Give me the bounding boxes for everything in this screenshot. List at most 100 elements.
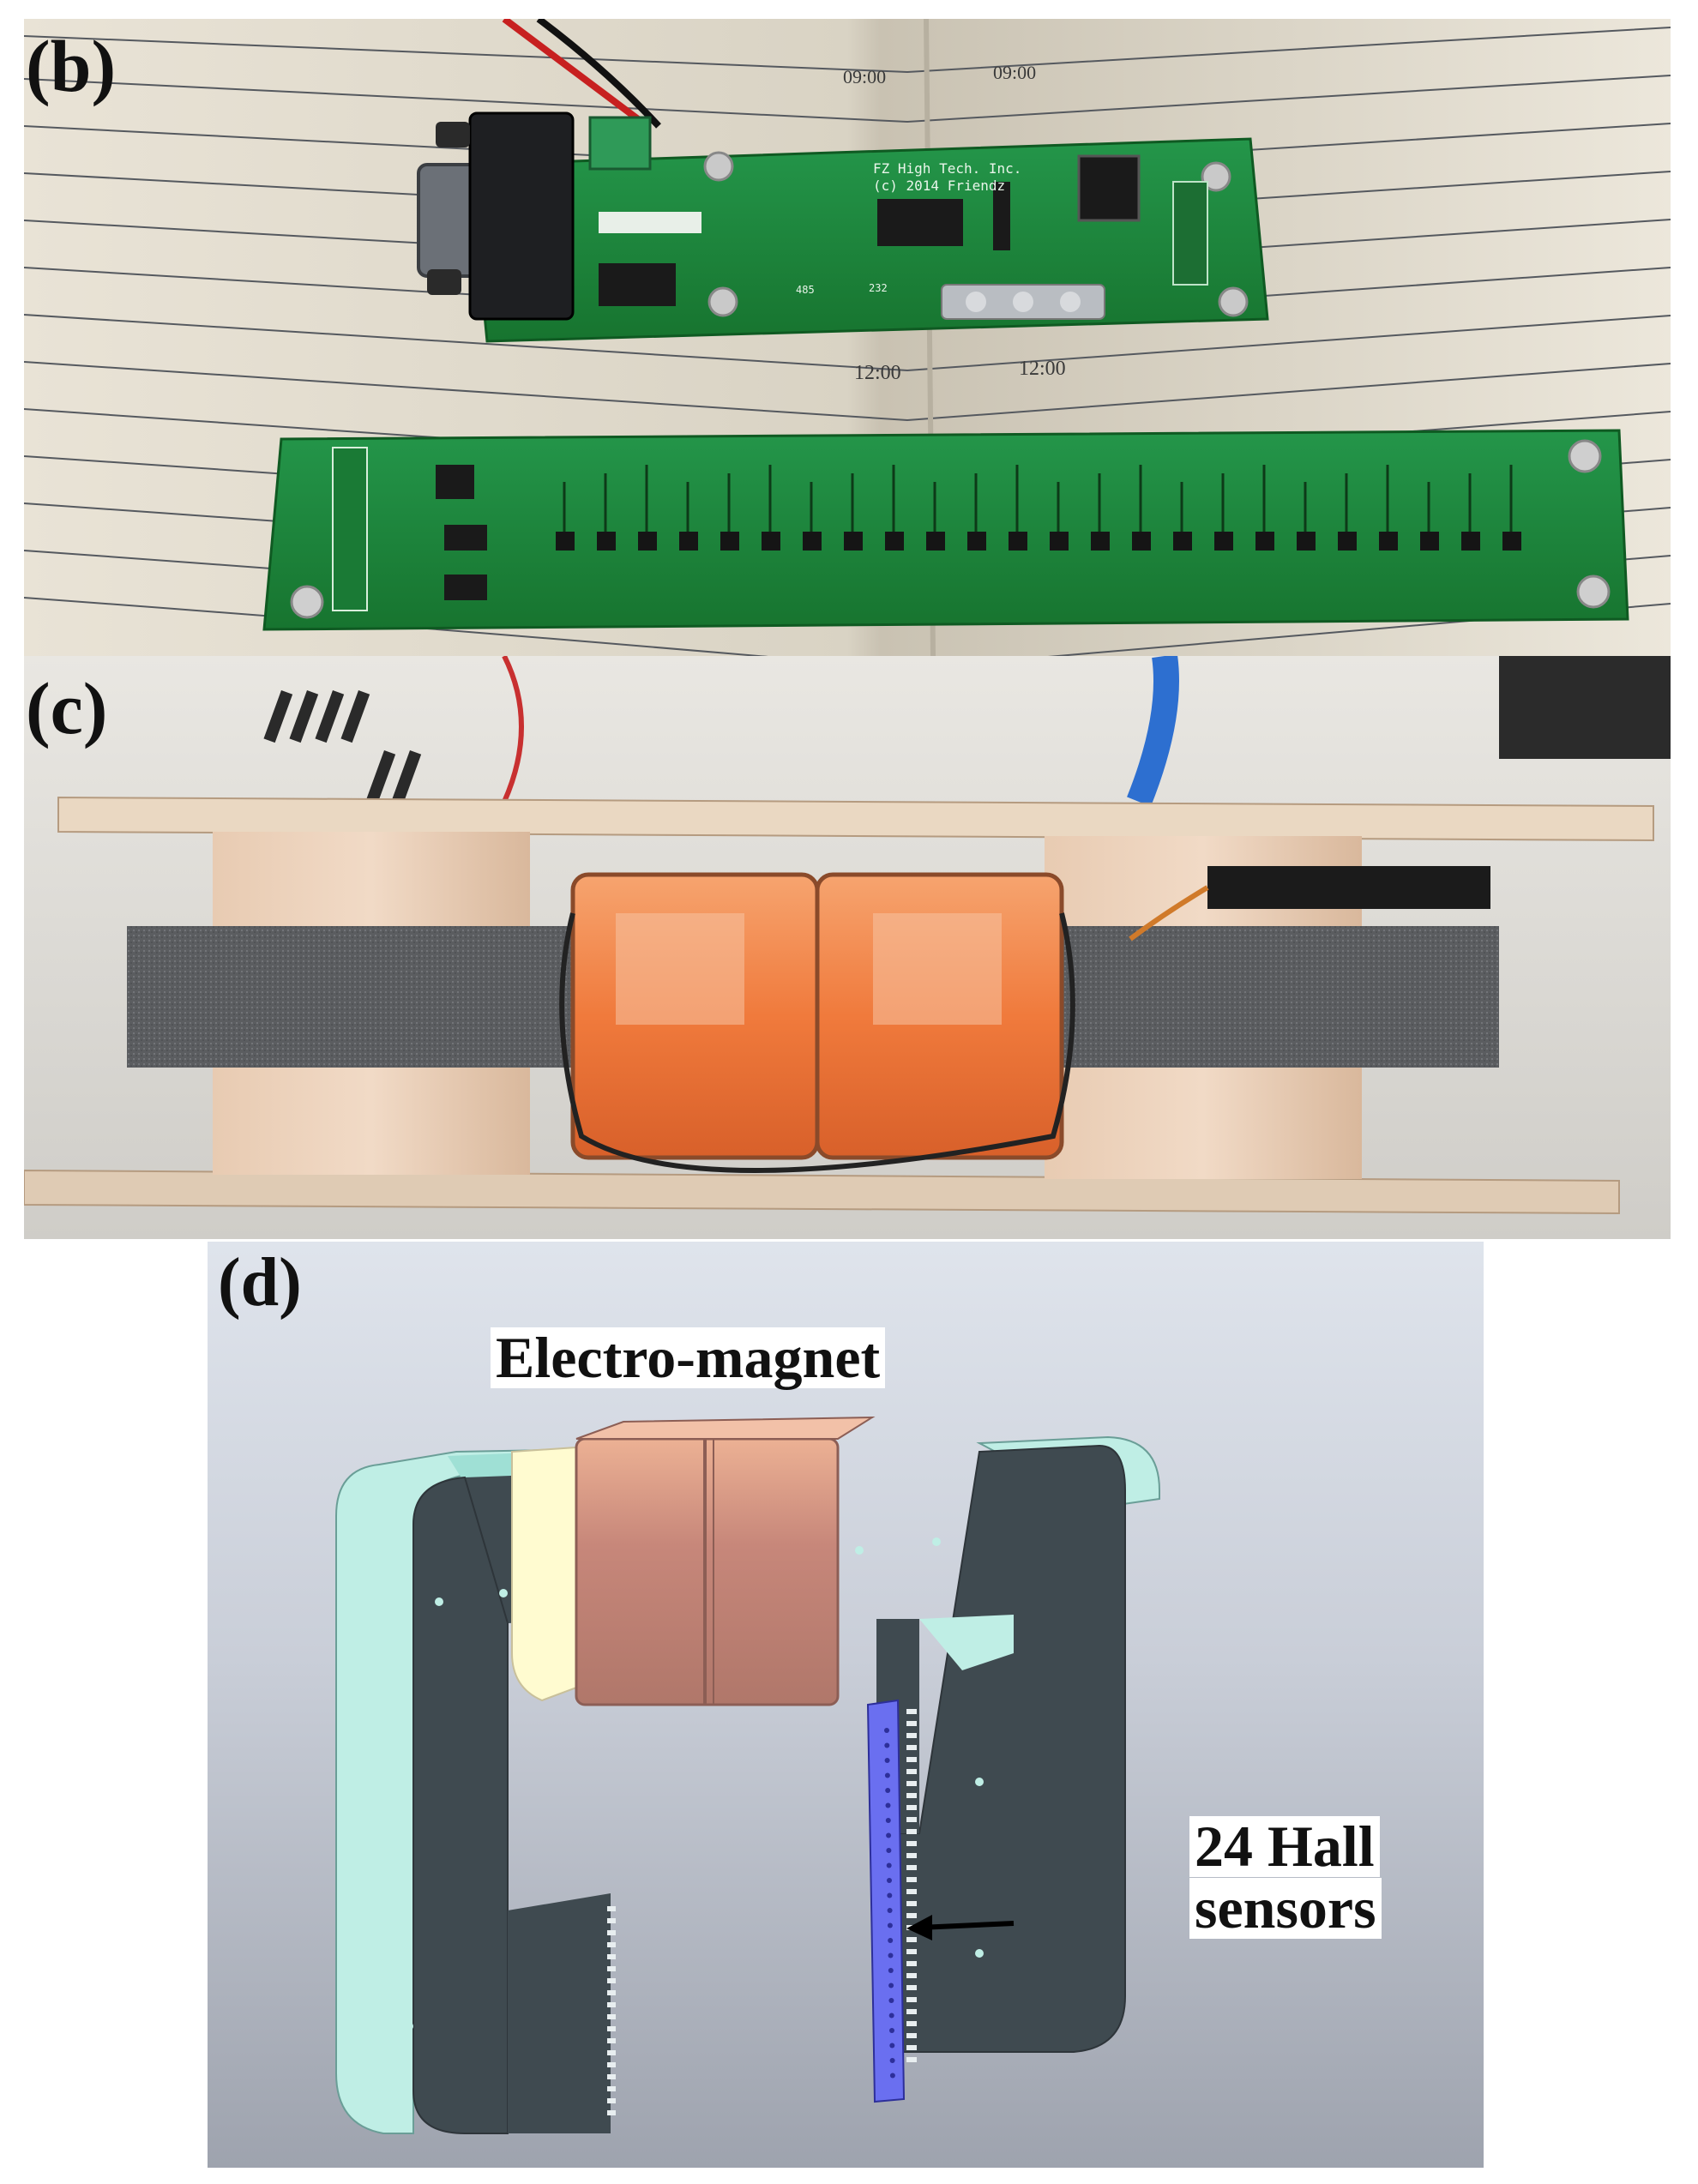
core-tooth <box>607 2074 616 2079</box>
usb-cable <box>1127 656 1179 807</box>
cad-render <box>208 1242 1484 2168</box>
sensor-pad <box>888 2013 894 2019</box>
terminal-block <box>588 116 652 171</box>
sensor-pad <box>884 1772 890 1778</box>
electromagnet-coil <box>511 1416 876 1706</box>
time-mark: 09:00 <box>993 62 1036 83</box>
panel-label-c: (c) <box>26 667 108 749</box>
panel-label-d: (d) <box>218 1245 302 1321</box>
top-plate <box>57 796 1654 842</box>
core-tooth <box>607 2026 616 2031</box>
ic-socket <box>1077 154 1141 222</box>
hall-sensor-board <box>866 1699 906 2103</box>
sensor-pad <box>888 1982 894 1988</box>
core-tooth <box>607 2038 616 2043</box>
core-tooth <box>607 1966 616 1971</box>
driver-board <box>1207 866 1490 909</box>
core-tooth <box>906 1781 917 1786</box>
core-tooth <box>607 2002 616 2007</box>
core-tooth <box>906 1793 917 1798</box>
sensor-pad <box>885 1802 891 1808</box>
hall-sensor <box>1379 532 1398 551</box>
core-tooth <box>607 2098 616 2103</box>
sensor-pad <box>884 1758 890 1763</box>
core-tooth <box>906 2045 917 2050</box>
sensor-pad <box>889 2028 894 2033</box>
core-tooth <box>607 1906 616 1911</box>
arrow-head <box>906 1915 932 1940</box>
panel-label-b: (b) <box>26 25 117 107</box>
coil-right <box>815 872 1064 1160</box>
hall-sensor <box>720 532 739 551</box>
core-tooth <box>906 1997 917 2002</box>
sensor-pad <box>888 1938 894 1943</box>
core-tooth <box>906 1985 917 1990</box>
hall-sensor <box>1255 532 1274 551</box>
core-tooth <box>906 1721 917 1726</box>
hall-sensor <box>1009 532 1027 551</box>
electromagnet-photo <box>24 656 1671 1239</box>
sensor-pad <box>886 1848 892 1853</box>
hall-sensors-label-line2: sensors <box>1189 1877 1382 1940</box>
hall-sensor <box>885 532 904 551</box>
hall-sensor <box>1050 532 1069 551</box>
sensor-pad <box>886 1862 892 1868</box>
core-tooth <box>906 1853 917 1858</box>
core-tooth <box>906 2033 917 2038</box>
core-tooth <box>906 1745 917 1750</box>
core-tooth <box>607 2014 616 2019</box>
core-tooth <box>906 1961 917 1966</box>
core-tooth <box>906 1901 917 1906</box>
core-tooth <box>906 2009 917 2014</box>
pcb-photo: 09:00 09:00 12:00 12:00 <box>24 19 1671 656</box>
core-tooth <box>607 1954 616 1959</box>
pcb-silkscreen: FZ High Tech. Inc. <box>873 160 1021 177</box>
core-tooth <box>906 1949 917 1954</box>
pcb-silkscreen: (c) 2014 Friendz <box>873 177 1005 194</box>
sensor-pad <box>886 1832 892 1838</box>
core-tooth <box>607 1942 616 1947</box>
controller-pcb: FZ High Tech. Inc. (c) 2014 Friendz 485 … <box>417 111 1269 343</box>
hall-sensor <box>1461 532 1480 551</box>
hall-sensor-pcb <box>262 429 1629 631</box>
ic-chip <box>877 199 963 246</box>
time-mark: 12:00 <box>854 362 901 384</box>
hall-sensor <box>844 532 863 551</box>
time-mark: 12:00 <box>1019 358 1066 380</box>
vent-slots <box>263 689 422 803</box>
core-tooth <box>906 2057 917 2062</box>
red-wire <box>502 19 644 125</box>
core-tooth <box>906 1973 917 1978</box>
core-tooth <box>607 1978 616 1983</box>
hall-sensor <box>1214 532 1233 551</box>
hall-sensor <box>926 532 945 551</box>
sensor-pad <box>888 1952 894 1958</box>
hall-sensor <box>556 532 575 551</box>
sensor-pad <box>887 1892 893 1898</box>
hall-sensor <box>1338 532 1357 551</box>
ic-chip <box>599 263 676 306</box>
core-tooth <box>906 1817 917 1822</box>
core-tooth <box>906 1709 917 1714</box>
core-tooth <box>906 1865 917 1870</box>
core-tooth <box>607 2086 616 2091</box>
hall-sensor <box>803 532 822 551</box>
sensor-pad <box>887 1878 892 1883</box>
hall-sensor <box>967 532 986 551</box>
core-tooth <box>607 2062 616 2067</box>
core-tooth <box>607 1930 616 1935</box>
core-tooth <box>906 2021 917 2026</box>
core-tooth <box>906 1913 917 1918</box>
hall-sensor-row <box>556 465 1521 551</box>
core-tooth <box>906 1829 917 1834</box>
black-wire <box>536 19 661 129</box>
core-tooth <box>607 1918 616 1923</box>
hall-sensor <box>1420 532 1439 551</box>
hall-sensor <box>679 532 698 551</box>
sensor-pad <box>889 2073 895 2079</box>
sensor-pad <box>888 1968 894 1973</box>
hall-sensor <box>1132 532 1151 551</box>
core-tooth <box>906 1937 917 1942</box>
hall-sensor <box>762 532 780 551</box>
hall-sensor <box>1502 532 1521 551</box>
